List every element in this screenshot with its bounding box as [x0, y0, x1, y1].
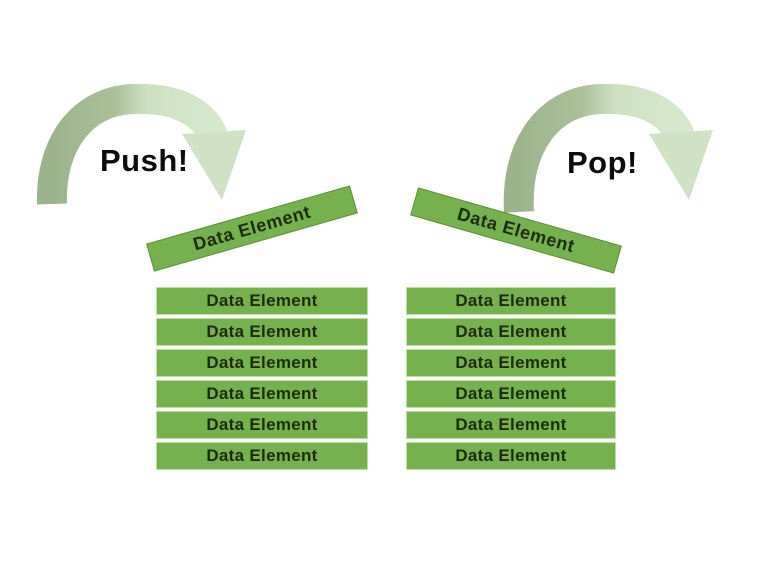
stack-item: Data Element [156, 380, 368, 408]
stack-item: Data Element [406, 287, 616, 315]
pop-label: Pop! [567, 145, 638, 180]
stack-item: Data Element [406, 318, 616, 346]
stack-item: Data Element [156, 318, 368, 346]
stack-item: Data Element [406, 380, 616, 408]
stack-item: Data Element [156, 287, 368, 315]
push-arrow-icon [36, 84, 246, 205]
stack-item: Data Element [406, 349, 616, 377]
pop-arrow-icon [503, 84, 713, 213]
pop-stack: Data Element Data Element Data Element D… [406, 287, 616, 473]
stack-item: Data Element [406, 442, 616, 470]
push-stack: Data Element Data Element Data Element D… [156, 287, 368, 473]
stack-item: Data Element [156, 411, 368, 439]
push-label: Push! [100, 143, 189, 178]
stack-item: Data Element [156, 349, 368, 377]
stack-item: Data Element [406, 411, 616, 439]
stack-item: Data Element [156, 442, 368, 470]
